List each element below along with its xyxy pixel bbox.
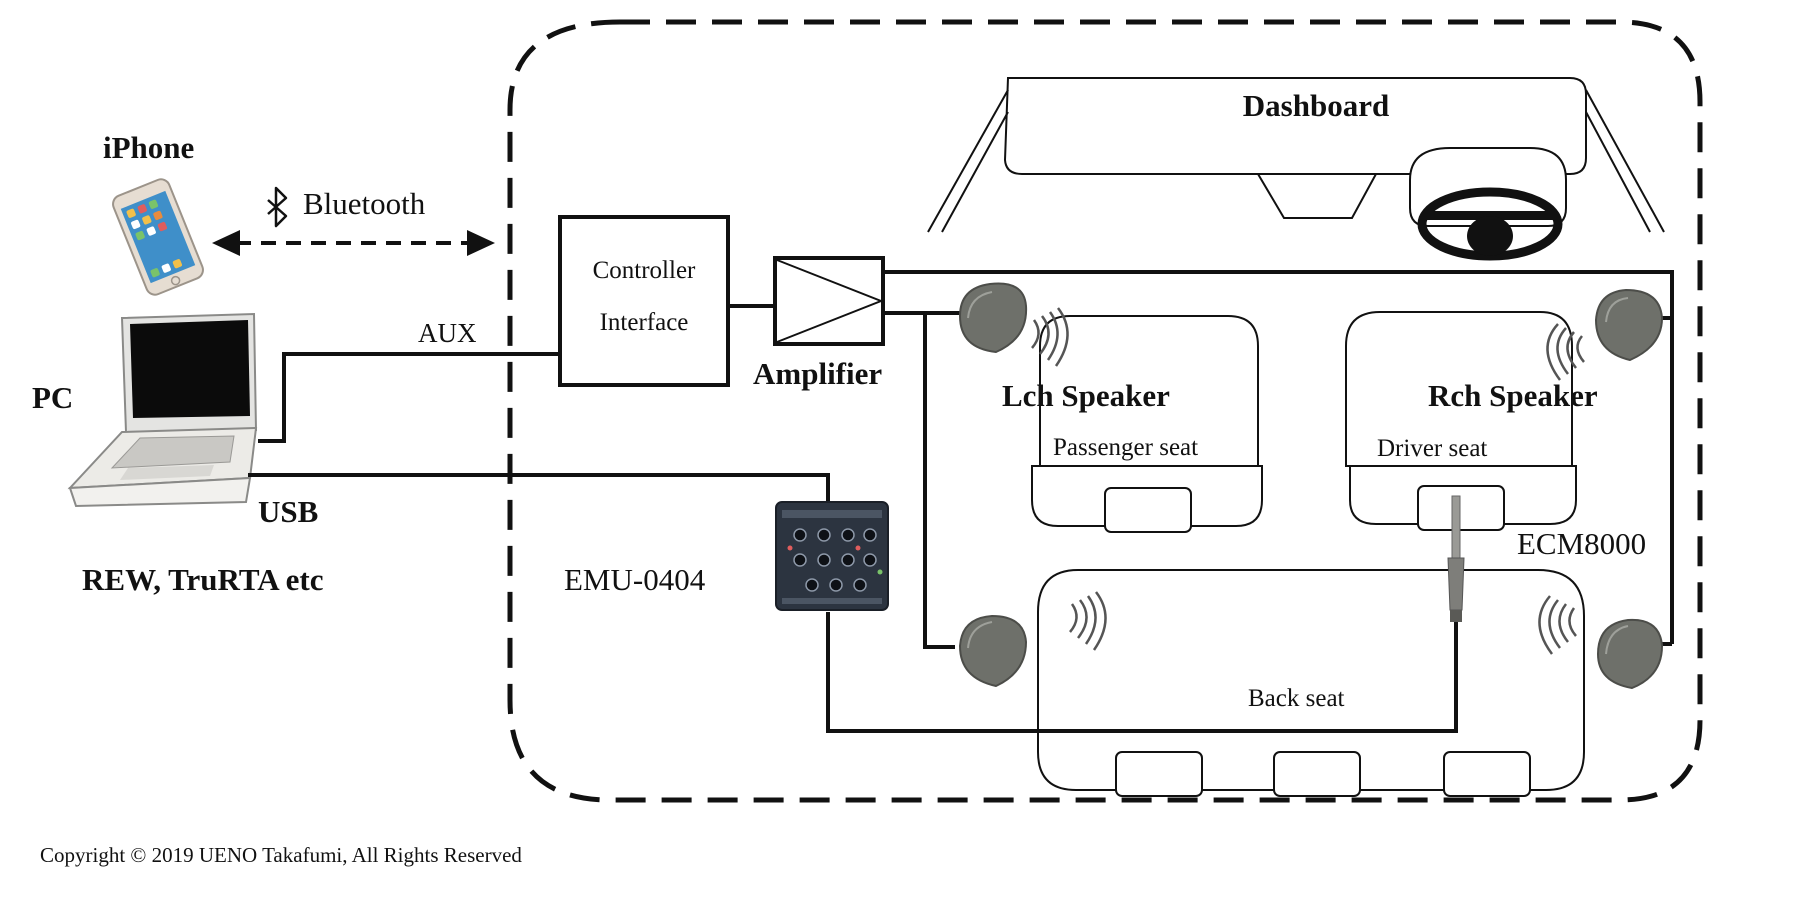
passenger-seat-label: Passenger seat (1053, 434, 1198, 461)
dashboard (927, 77, 1665, 233)
bluetooth-icon (267, 186, 288, 228)
passenger-seat (1031, 315, 1263, 533)
emu0404-label: EMU-0404 (564, 562, 706, 597)
copyright-notice: Copyright © 2019 UENO Takafumi, All Righ… (40, 843, 522, 867)
measurement-microphone-icon (1447, 495, 1465, 622)
bluetooth-arrowhead-left (212, 230, 240, 256)
sound-wave-icon (1538, 595, 1577, 655)
controller-label-line2: Interface (600, 309, 689, 336)
usb-cable (248, 473, 830, 502)
amplifier-label: Amplifier (753, 356, 882, 391)
aux-cable (258, 352, 560, 443)
speaker-icon (1596, 618, 1664, 690)
mic-cable (826, 600, 1458, 733)
dashboard-label: Dashboard (1243, 88, 1389, 123)
audio-interface-icon (775, 501, 889, 611)
laptop-icon (67, 312, 258, 508)
controller-label-line1: Controller (593, 257, 696, 284)
sound-wave-icon (1546, 323, 1585, 381)
usb-label: USB (258, 494, 318, 529)
ecm8000-label: ECM8000 (1517, 526, 1646, 561)
amplifier-triangle-icon (773, 256, 885, 346)
sound-wave-icon (1069, 591, 1107, 651)
speaker-icon (1594, 288, 1664, 362)
back-seat (1037, 569, 1585, 797)
back-seat-label: Back seat (1248, 685, 1345, 712)
driver-seat (1345, 311, 1577, 531)
rch-speaker-label: Rch Speaker (1428, 378, 1598, 413)
controller-interface-box (558, 215, 730, 387)
pc-label: PC (32, 380, 73, 415)
aux-label: AUX (418, 318, 477, 348)
iphone-icon (112, 178, 204, 296)
iphone-label: iPhone (103, 130, 194, 165)
speaker-icon (958, 614, 1028, 688)
speaker-icon (958, 282, 1028, 354)
software-label: REW, TruRTA etc (82, 562, 323, 597)
amp-wire-left-speakers (883, 311, 955, 649)
lch-speaker-label: Lch Speaker (1002, 378, 1170, 413)
sound-wave-icon (1031, 307, 1069, 367)
bluetooth-arrowhead-right (467, 230, 495, 256)
bluetooth-label: Bluetooth (303, 186, 426, 221)
driver-seat-label: Driver seat (1377, 435, 1487, 462)
steering-wheel-icon (1417, 187, 1563, 261)
car-boundary (507, 19, 1703, 803)
